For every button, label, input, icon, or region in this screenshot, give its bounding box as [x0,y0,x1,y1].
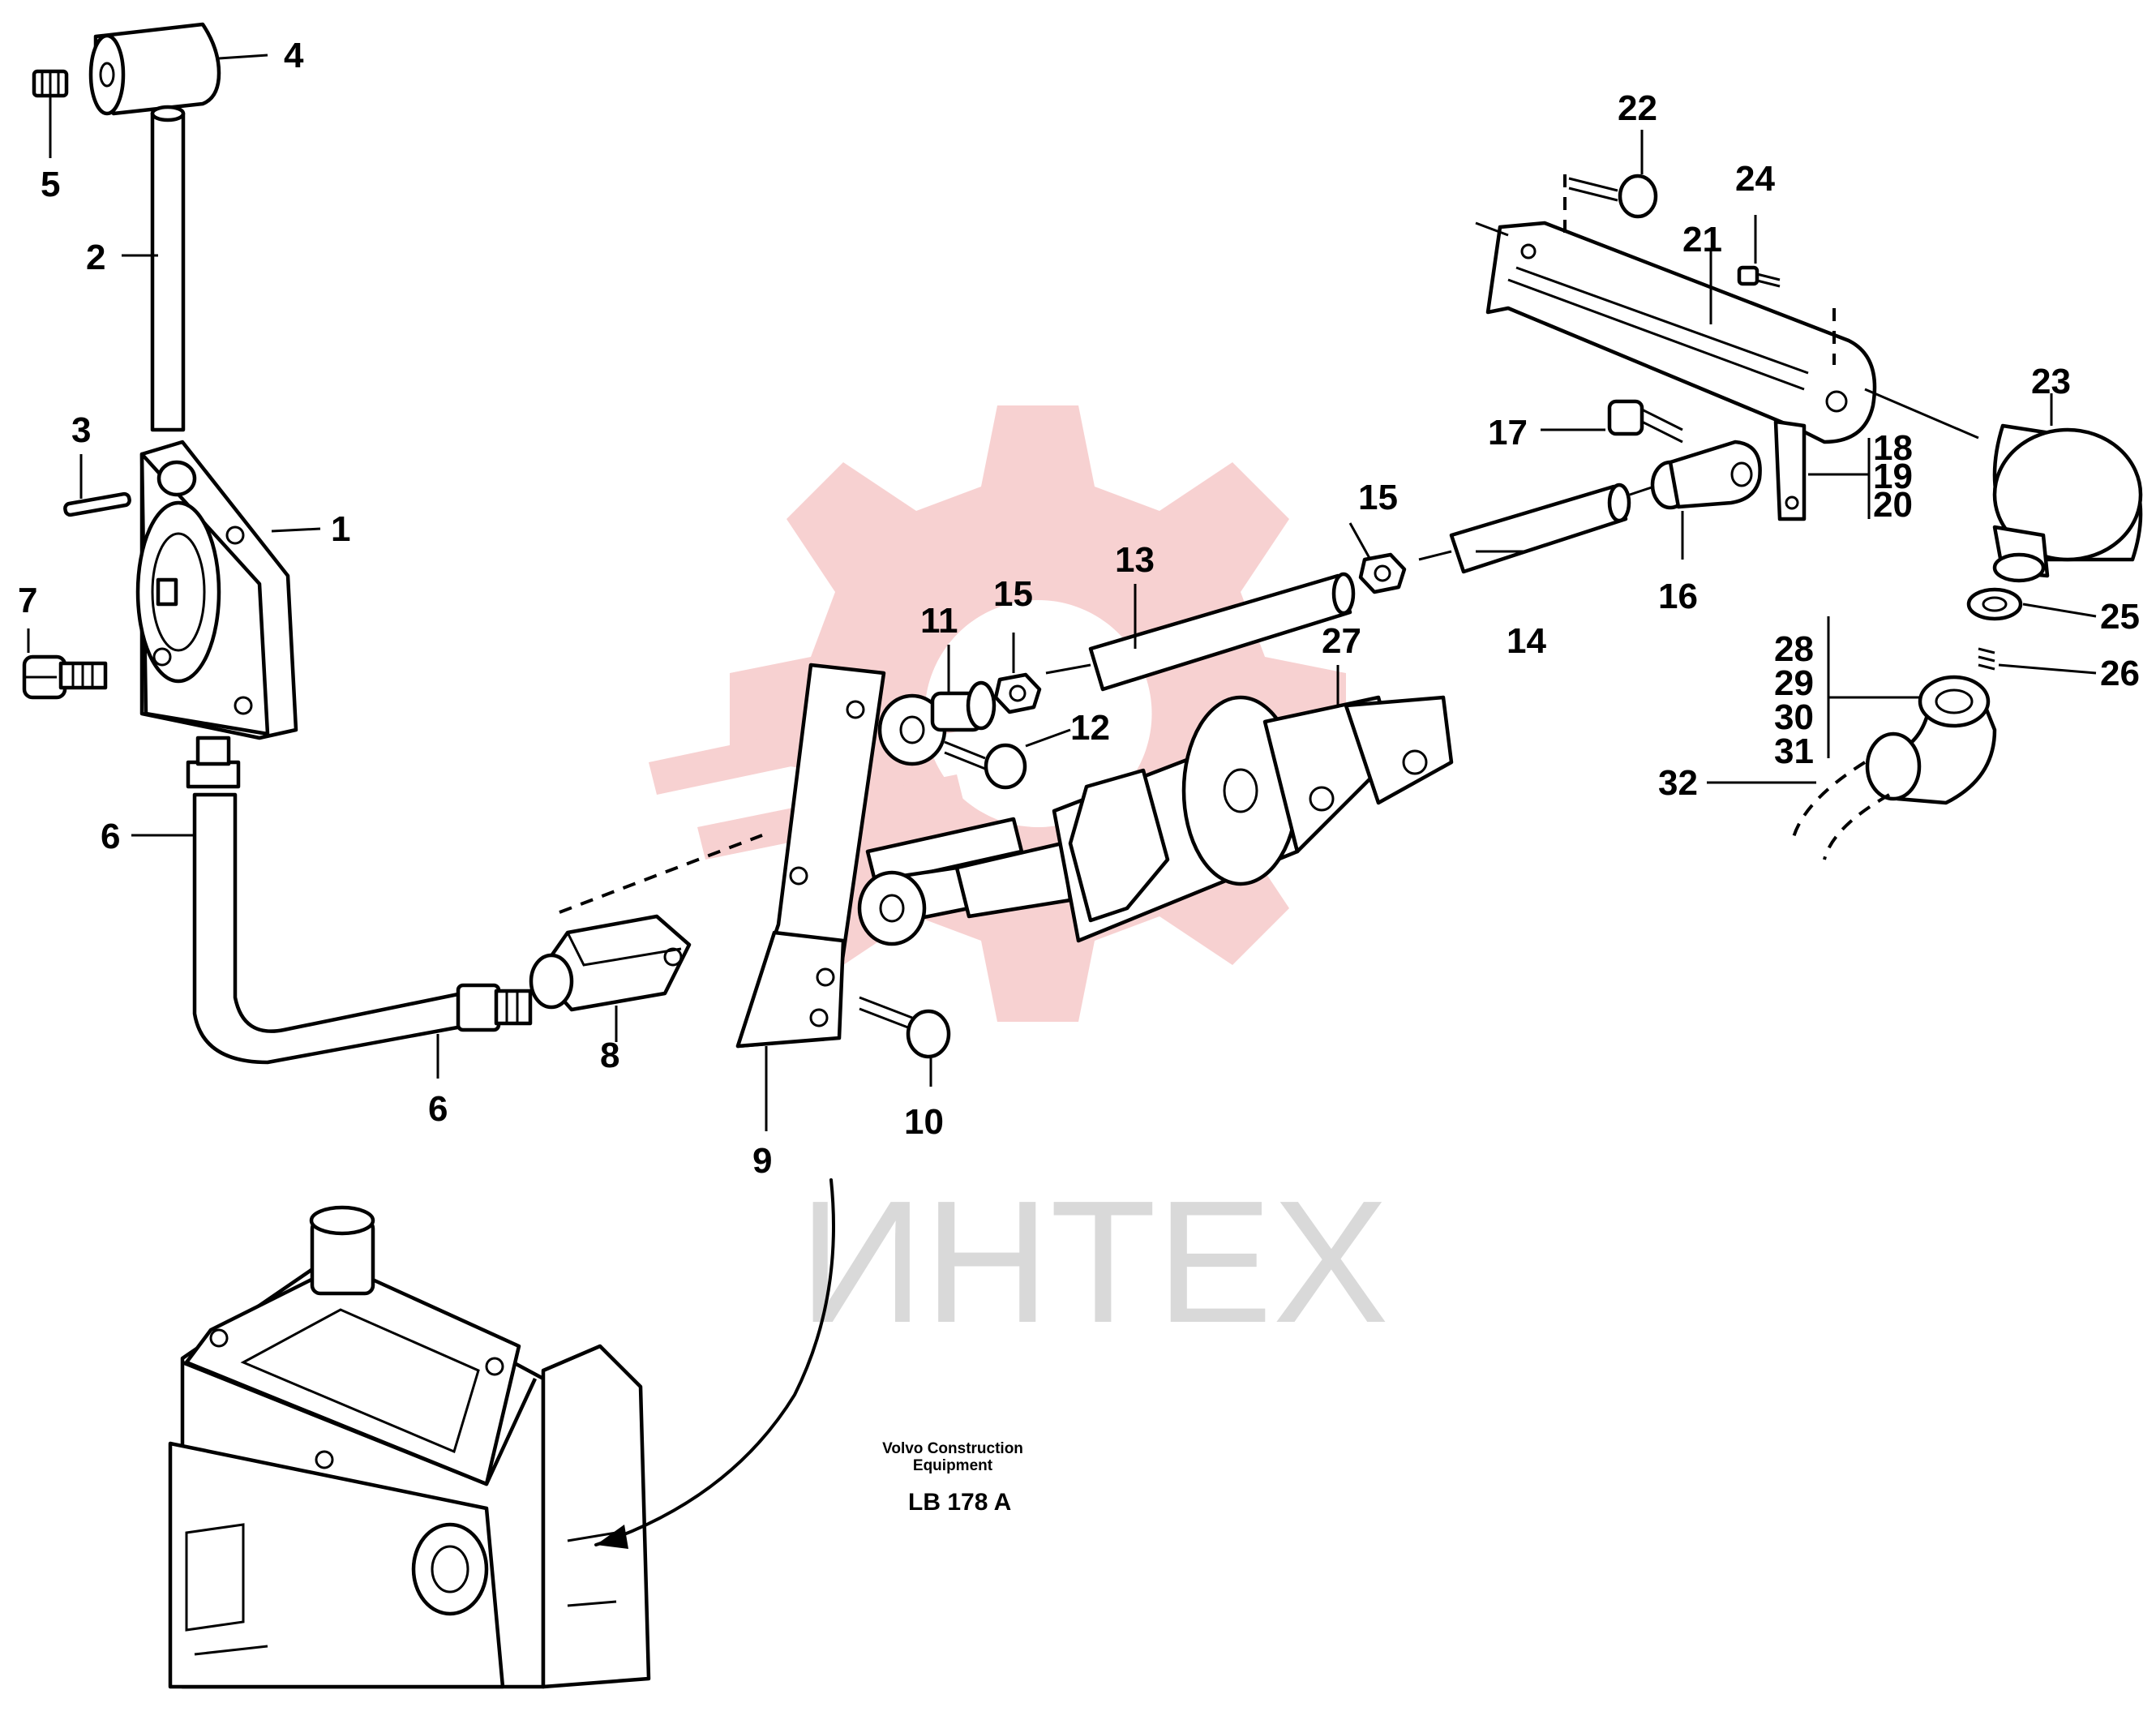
callout-4: 4 [284,36,304,75]
callout-12: 12 [1070,708,1110,748]
callout-29: 29 [1774,663,1814,703]
callout-19: 19 [1873,457,1913,496]
pointer-arrow-line [594,1178,835,1546]
part-12-bolt [944,740,1027,790]
callout-20: 20 [1873,485,1913,525]
part-26-spring [1978,647,1995,671]
callout-6b: 6 [428,1089,448,1129]
callout-32: 32 [1658,763,1698,803]
callout-10: 10 [904,1102,944,1142]
callout-17: 17 [1488,413,1528,453]
callout-30: 30 [1774,697,1814,737]
callout-21: 21 [1682,220,1722,260]
part-3-pin [63,491,131,517]
callout-25: 25 [2100,597,2140,637]
part-24-screw [1737,265,1781,288]
pump-housing [168,1205,651,1689]
callout-31: 31 [1774,731,1814,771]
company-line-1: Volvo Construction [882,1440,1023,1457]
part-15-nut-a [993,672,1042,714]
callout-14: 14 [1507,621,1546,661]
part-11-rod-end [877,680,997,766]
part-6-fitting [456,983,533,1032]
part-25-washer [1966,587,2023,621]
callout-15b: 15 [1358,478,1398,517]
part-28-31-elbow-fitting [1865,675,1997,805]
company-line-2: Equipment [913,1457,993,1474]
part-32-hose [1790,761,1890,860]
part-21-bracket-arm [1485,221,1877,521]
part-5-set-screw [32,69,69,98]
callout-24: 24 [1735,159,1775,199]
callout-23: 23 [2031,362,2071,401]
part-14-rod [1418,483,1631,574]
part-17-bolt [1607,399,1683,444]
callout-22: 22 [1618,88,1657,128]
part-2-lever-rod [150,105,186,432]
drawing-footer: Volvo Construction Equipment LB 178 A [882,1440,1023,1516]
part-9-bracket [735,663,886,1049]
part-6-pipe [186,736,469,1065]
callout-1: 1 [331,509,350,549]
arrow-head-icon [596,1525,628,1549]
axis-line [1475,221,1979,440]
part-1-housing [135,440,298,740]
part-22-bolt [1568,174,1658,219]
part-13-rod [1045,572,1356,692]
callout-8: 8 [600,1036,619,1075]
part-4-knob [88,22,221,116]
callout-27: 27 [1322,621,1361,661]
callout-18: 18 [1873,428,1913,468]
part-23-sensor [1992,423,2143,583]
callout-3: 3 [71,410,91,450]
callout-28: 28 [1774,629,1814,669]
part-10-bolt [859,996,951,1059]
callout-5: 5 [41,165,60,204]
callout-6a: 6 [101,817,120,856]
callout-9: 9 [752,1141,772,1181]
callout-labels: 4 5 2 3 1 7 6 6 8 9 10 11 12 15 13 15 27… [18,36,2140,1181]
drawing-code: LB 178 A [908,1489,1011,1516]
leader-lines [24,54,2097,1131]
callout-7: 7 [18,581,37,620]
part-16-rod-end [1629,440,1762,510]
callout-11: 11 [920,601,958,641]
callout-13: 13 [1115,540,1155,580]
part-8-clevis [529,914,692,1012]
callout-16: 16 [1658,577,1698,616]
part-15-nut-b [1358,552,1407,594]
part-27-cylinder [857,695,1454,946]
callout-15a: 15 [993,574,1033,614]
watermark-text: ИНТЕХ [799,1164,1389,1359]
callout-26: 26 [2100,654,2140,693]
callout-2: 2 [86,238,105,277]
assembly-dash-line [559,834,763,914]
